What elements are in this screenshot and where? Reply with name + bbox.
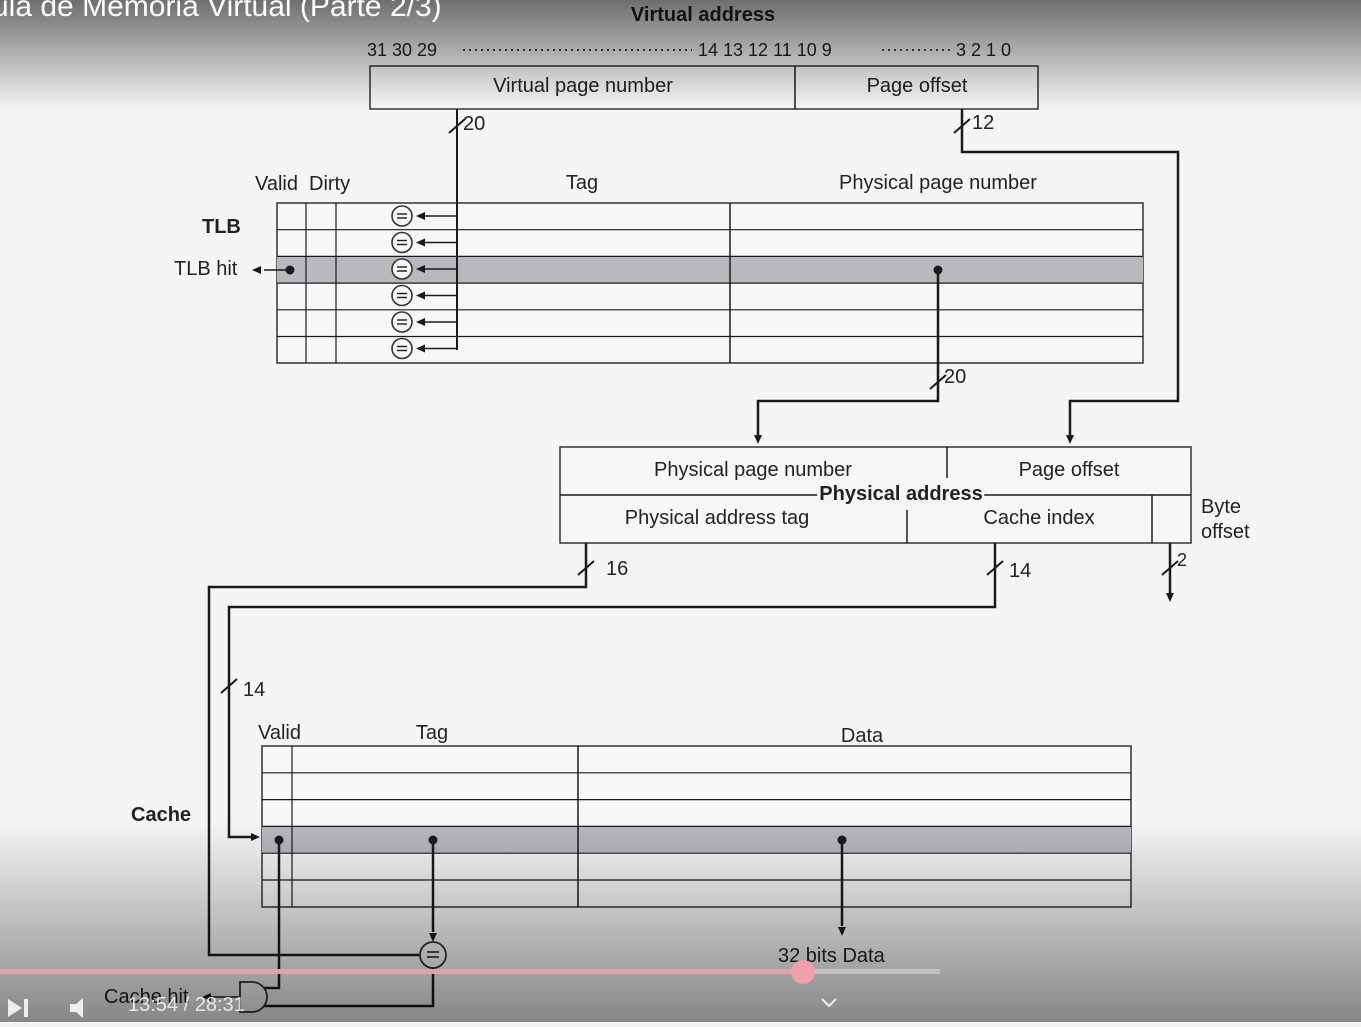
pa-ppn-label: Physical page number xyxy=(654,459,852,481)
virtual-page-number-label: Virtual page number xyxy=(493,75,673,97)
tlb-comparator xyxy=(391,258,413,280)
vpn-width-tick xyxy=(448,118,466,134)
arrowhead xyxy=(429,933,437,942)
arrowhead xyxy=(202,993,211,1001)
cache-selected-row xyxy=(262,826,1131,853)
page-offset-bus xyxy=(960,109,1180,436)
compare-out-wire xyxy=(255,968,435,1008)
chevron-down-icon[interactable] xyxy=(818,992,840,1012)
index-width-tick xyxy=(986,560,1004,576)
time-total: 28:31 xyxy=(194,994,245,1016)
video-title: ula de Memoria Virtual (Parte 2/3) xyxy=(0,0,442,23)
cache-label: Cache xyxy=(131,804,192,826)
cache-index-bus xyxy=(227,543,997,839)
tlb-ppn-header: Physical page number xyxy=(839,172,1037,194)
arrowhead xyxy=(251,833,260,841)
index-width-label: 14 xyxy=(1009,560,1032,582)
volume-icon[interactable] xyxy=(66,994,96,1022)
ppn-bus xyxy=(756,270,940,436)
byte-width-tick xyxy=(1161,560,1179,576)
pa-tag-label: Physical address tag xyxy=(624,507,810,529)
bit-labels-left: 31 30 29 xyxy=(367,40,438,60)
arrowhead xyxy=(416,344,425,353)
tlb-comparator xyxy=(391,311,413,333)
bit-labels-mid: 14 13 12 11 10 9 xyxy=(698,40,832,60)
arrowhead xyxy=(416,291,425,300)
arrowhead xyxy=(1166,593,1174,602)
index-width-left-label: 14 xyxy=(243,679,266,701)
cache-valid-header: Valid xyxy=(258,722,301,744)
physical-address-title: Physical address xyxy=(817,483,985,506)
tlb-comparator xyxy=(391,231,413,254)
tlb-comparator xyxy=(391,205,413,227)
time-current: 13:54 xyxy=(128,994,179,1016)
offset-width-tick xyxy=(953,118,971,134)
page-offset-label: Page offset xyxy=(866,75,968,97)
ppn-width-label: 20 xyxy=(944,366,967,388)
progress-fill xyxy=(0,969,803,974)
byte-width-label: 2 xyxy=(1177,550,1188,570)
arrowhead xyxy=(416,265,425,273)
cache-data-header: Data xyxy=(840,725,884,747)
arrowhead xyxy=(1066,435,1074,444)
cache-hit-label: Cache hit xyxy=(104,986,189,1008)
pa-offset-label: Page offset xyxy=(1018,459,1120,481)
tag-width-label: 16 xyxy=(606,558,629,580)
virtual-address-title: Virtual address xyxy=(630,4,776,26)
cache-tag-comparator xyxy=(419,941,447,969)
tlb-hit-label: TLB hit xyxy=(174,258,238,280)
time-display: 13:54 / 28:31 xyxy=(128,994,245,1017)
bit-labels-right: 3 2 1 0 xyxy=(956,40,1012,60)
arrowhead xyxy=(416,212,425,220)
cache-index-label: Cache index xyxy=(983,507,1095,529)
ppn-width-tick xyxy=(929,374,947,390)
time-separator: / xyxy=(183,994,195,1016)
tlb-comparator xyxy=(391,337,413,360)
tlb-comparator xyxy=(391,284,413,307)
arrowhead xyxy=(838,927,846,936)
tlb-tag-header: Tag xyxy=(565,172,599,194)
arrowhead xyxy=(416,318,425,326)
byte-offset-label: Byte offset xyxy=(1201,496,1250,543)
vpn-width-label: 20 xyxy=(463,113,486,135)
tlb-valid-header: Valid xyxy=(255,173,298,195)
tlb-label: TLB xyxy=(202,216,241,238)
progress-scrubber-handle[interactable] xyxy=(790,960,815,984)
next-icon[interactable] xyxy=(4,994,32,1022)
cache-tag-header: Tag xyxy=(415,722,449,744)
offset-width-label: 12 xyxy=(972,112,995,134)
arrowhead xyxy=(252,266,261,274)
tag-width-tick xyxy=(577,560,595,576)
and-gate xyxy=(239,981,268,1013)
index-width-tick-left xyxy=(220,678,238,694)
arrowhead xyxy=(416,238,425,247)
tlb-dirty-header: Dirty xyxy=(309,173,351,195)
arrowhead xyxy=(754,435,762,444)
